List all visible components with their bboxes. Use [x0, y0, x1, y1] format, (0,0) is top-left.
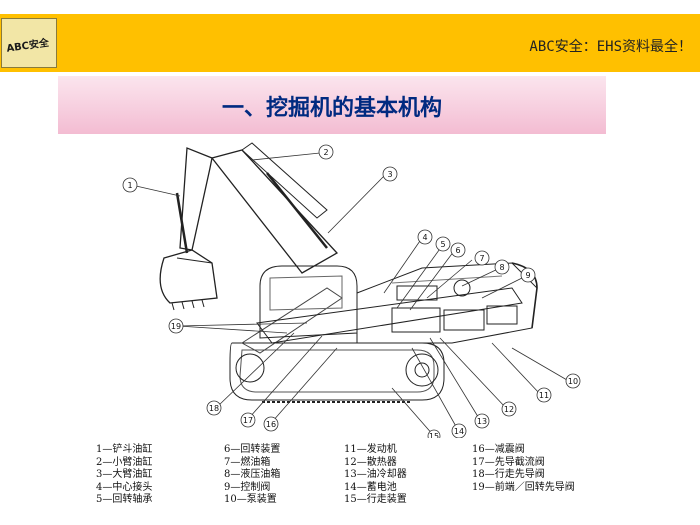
legend-item: 16—减震阀	[472, 444, 525, 455]
boom-cylinder	[266, 172, 328, 249]
legend-item: 13—油冷却器	[344, 469, 407, 480]
callout-4	[417, 229, 433, 245]
callout-5	[435, 236, 451, 252]
callout-17	[240, 412, 256, 428]
callout-10	[565, 373, 581, 389]
callout-label-6: 6	[455, 246, 460, 255]
header-band	[0, 14, 700, 72]
legend-column-1: 1—铲斗油缸 2—小臂油缸 3—大臂油缸 4—中心接头 5—回转轴承	[96, 444, 152, 507]
callout-label-11: 11	[539, 391, 549, 400]
callout-label-13: 13	[477, 417, 487, 426]
engine-housing	[356, 262, 538, 344]
legend-item: 6—回转装置	[224, 444, 281, 455]
callout-label-19: 19	[171, 322, 181, 331]
callout-label-18: 18	[209, 404, 219, 413]
callout-label-1: 1	[127, 181, 132, 190]
callout-label-17: 17	[243, 416, 253, 425]
callout-13	[474, 413, 490, 429]
callout-1	[122, 177, 138, 193]
legend-item: 1—铲斗油缸	[96, 444, 153, 455]
callout-label-10: 10	[568, 377, 578, 386]
legend-item: 12—散热器	[344, 456, 397, 468]
callout-label-15: 15	[429, 432, 439, 438]
stick-cylinder	[241, 142, 328, 219]
cab	[259, 265, 358, 339]
callout-16	[263, 416, 279, 432]
callout-19	[168, 318, 184, 334]
upper-platform	[256, 287, 523, 344]
legend-item: 10—泵装置	[224, 494, 277, 505]
callout-12	[501, 401, 517, 417]
callout-9	[520, 267, 536, 283]
callout-label-12: 12	[504, 405, 514, 414]
legend-item: 2—小臂油缸	[96, 456, 153, 468]
legend-item: 17—先导截流阀	[472, 456, 545, 468]
legend-item: 5—回转轴承	[96, 494, 153, 505]
callout-label-16: 16	[266, 420, 276, 429]
legend-item: 7—燃油箱	[224, 456, 271, 468]
excavator-diagram: 1 2 3 4 5 6 7 8 9 10 11 12 13 14 15 16 1…	[92, 138, 610, 443]
callout-label-4: 4	[422, 233, 427, 242]
callout-label-5: 5	[440, 240, 445, 249]
callout-11	[536, 387, 552, 403]
parts-legend: 1—铲斗油缸 2—小臂油缸 3—大臂油缸 4—中心接头 5—回转轴承 6—回转装…	[96, 444, 616, 518]
bucket-cylinder	[175, 192, 189, 254]
legend-item: 4—中心接头	[96, 481, 153, 493]
callout-3	[382, 166, 398, 182]
callout-label-7: 7	[479, 254, 484, 263]
track-frame	[229, 342, 445, 401]
track-inner	[239, 349, 435, 393]
legend-item: 18—行走先导阀	[472, 469, 545, 480]
legend-item: 19—前端／回转先导阀	[472, 481, 575, 493]
callout-8	[494, 259, 510, 275]
legend-item: 15—行走装置	[344, 494, 407, 505]
legend-column-3: 11—发动机 12—散热器 13—油冷却器 14—蓄电池 15—行走装置	[344, 444, 407, 507]
logo-text: ABC安全	[5, 37, 50, 55]
legend-item: 11—发动机	[344, 444, 397, 455]
title-banner: 一、挖掘机的基本机构	[58, 76, 606, 134]
callout-2	[318, 144, 334, 160]
legend-item: 14—蓄电池	[344, 481, 397, 493]
legend-column-4: 16—减震阀 17—先导截流阀 18—行走先导阀 19—前端／回转先导阀	[472, 444, 575, 494]
bucket	[159, 249, 218, 304]
callout-7	[474, 250, 490, 266]
callout-label-9: 9	[525, 271, 530, 280]
boom	[210, 149, 339, 274]
legend-column-2: 6—回转装置 7—燃油箱 8—液压油箱 9—控制阀 10—泵装置	[224, 444, 280, 507]
callout-label-2: 2	[323, 148, 328, 157]
callout-label-14: 14	[454, 427, 464, 436]
track-sprocket	[405, 353, 439, 387]
legend-item: 3—大臂油缸	[96, 469, 153, 480]
engine-block	[391, 307, 441, 333]
excavator-illustration: 1 2 3 4 5 6 7 8 9 10 11 12 13 14 15 16 1…	[122, 142, 581, 443]
callout-label-3: 3	[387, 170, 392, 179]
callout-18	[206, 400, 222, 416]
legend-item: 8—液压油箱	[224, 469, 281, 480]
track-idler	[235, 353, 265, 383]
header-slogan: ABC安全：EHS资料最全！	[529, 39, 692, 55]
callout-6	[450, 242, 466, 258]
page-title: 一、挖掘机的基本机构	[221, 96, 442, 121]
cab-window	[269, 275, 343, 311]
logo: ABC安全	[1, 18, 57, 68]
callout-markers	[122, 144, 581, 443]
legend-item: 9—控制阀	[224, 481, 271, 493]
callout-label-8: 8	[499, 263, 504, 272]
